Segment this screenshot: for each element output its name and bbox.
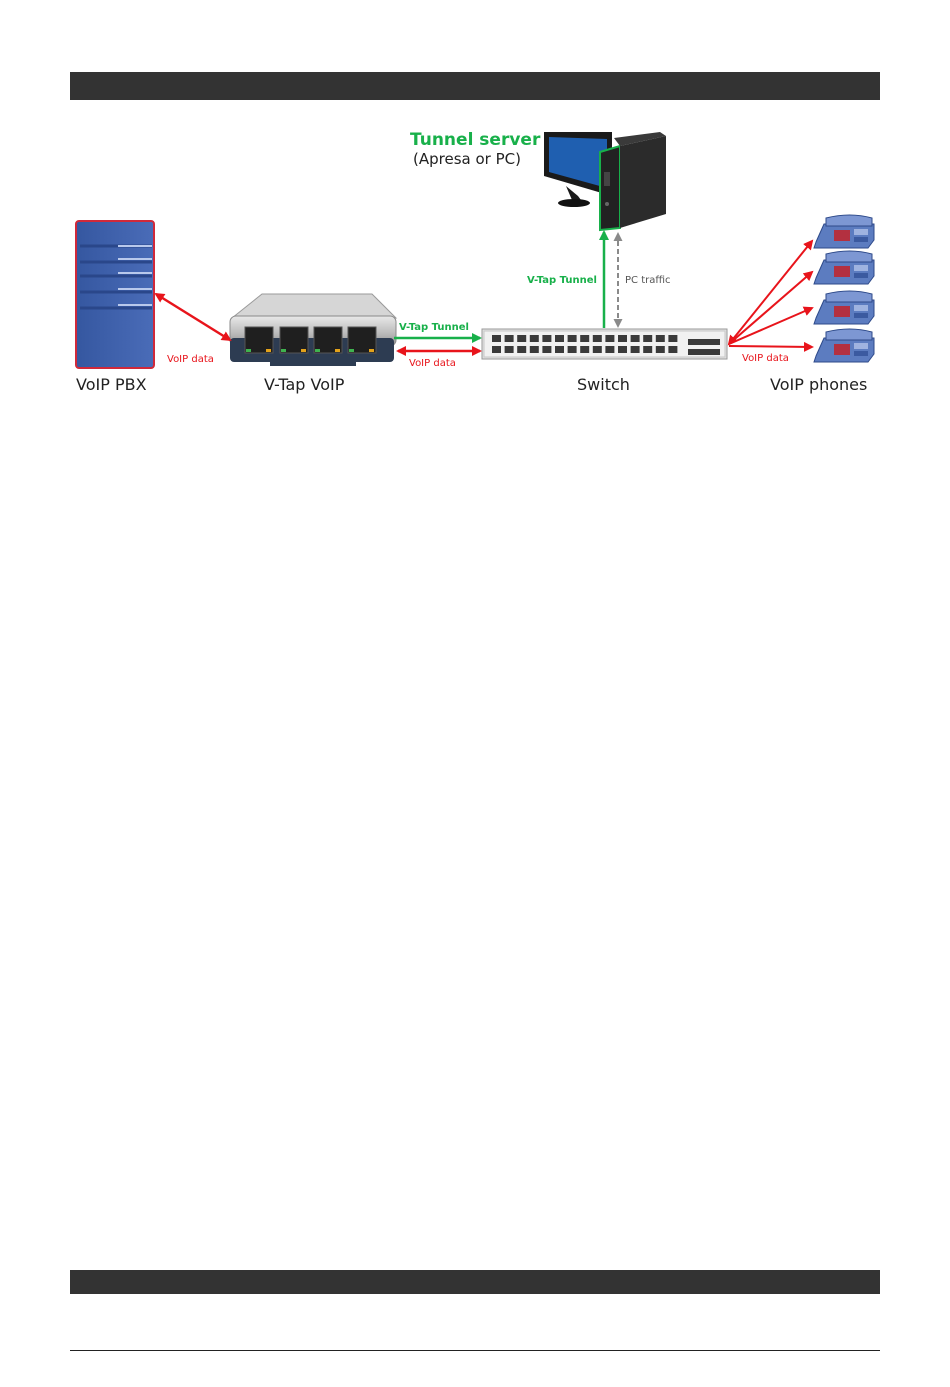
pc-traffic-label: PC traffic	[625, 275, 671, 286]
switch-port	[643, 335, 652, 342]
voip-data-phones-label: VoIP data	[742, 353, 789, 364]
switch-port	[530, 346, 539, 353]
switch-port	[618, 335, 627, 342]
switch-port	[542, 346, 551, 353]
vtap-voip-device-icon	[230, 294, 396, 366]
switch-port	[656, 346, 665, 353]
switch-port	[492, 346, 501, 353]
network-diagram: Tunnel server (Apresa or PC) V-Tap Tunne…	[0, 0, 950, 420]
voip-pbx-label: VoIP PBX	[76, 375, 147, 394]
switch-port	[542, 335, 551, 342]
switch-port	[568, 346, 577, 353]
switch-port	[555, 335, 564, 342]
voip-phones-label: VoIP phones	[770, 375, 867, 394]
switch-port	[631, 346, 640, 353]
switch-port	[517, 346, 526, 353]
switch-icon	[482, 329, 727, 359]
switch-port	[517, 335, 526, 342]
switch-port	[668, 335, 677, 342]
switch-port	[605, 335, 614, 342]
switch-port	[505, 335, 514, 342]
vtap-tunnel-vertical-label: V-Tap Tunnel	[527, 275, 597, 286]
switch-port	[568, 335, 577, 342]
tunnel-server-subtitle: (Apresa or PC)	[413, 150, 521, 168]
switch-port	[580, 346, 589, 353]
voip-data-pbx-label: VoIP data	[167, 354, 214, 365]
voip-data-switch-label: VoIP data	[409, 358, 456, 369]
switch-port	[593, 346, 602, 353]
tunnel-server-computer-icon	[544, 132, 666, 230]
switch-port	[668, 346, 677, 353]
footer-rule	[70, 1350, 880, 1351]
pbx-vtap-link	[156, 294, 230, 340]
switch-port	[605, 346, 614, 353]
vtap-voip-label: V-Tap VoIP	[264, 375, 345, 394]
vtap-tunnel-horizontal-label: V-Tap Tunnel	[399, 322, 469, 333]
switch-port	[643, 346, 652, 353]
voip-pbx-icon	[76, 221, 154, 368]
switch-label: Switch	[577, 375, 630, 394]
voip-phones-group	[814, 215, 874, 362]
switch-port	[618, 346, 627, 353]
voip-phone-icon	[814, 215, 874, 248]
tunnel-server-title: Tunnel server	[410, 130, 541, 150]
switch-port	[593, 335, 602, 342]
switch-port	[656, 335, 665, 342]
switch-port	[580, 335, 589, 342]
switch-port	[505, 346, 514, 353]
voip-phone-icon	[814, 291, 874, 324]
voip-phone-icon	[814, 329, 874, 362]
switch-port	[631, 335, 640, 342]
voip-phone-icon	[814, 251, 874, 284]
switch-phones-links	[729, 241, 812, 347]
footer-bar	[70, 1270, 880, 1294]
switch-port	[555, 346, 564, 353]
switch-port	[530, 335, 539, 342]
switch-port	[492, 335, 501, 342]
